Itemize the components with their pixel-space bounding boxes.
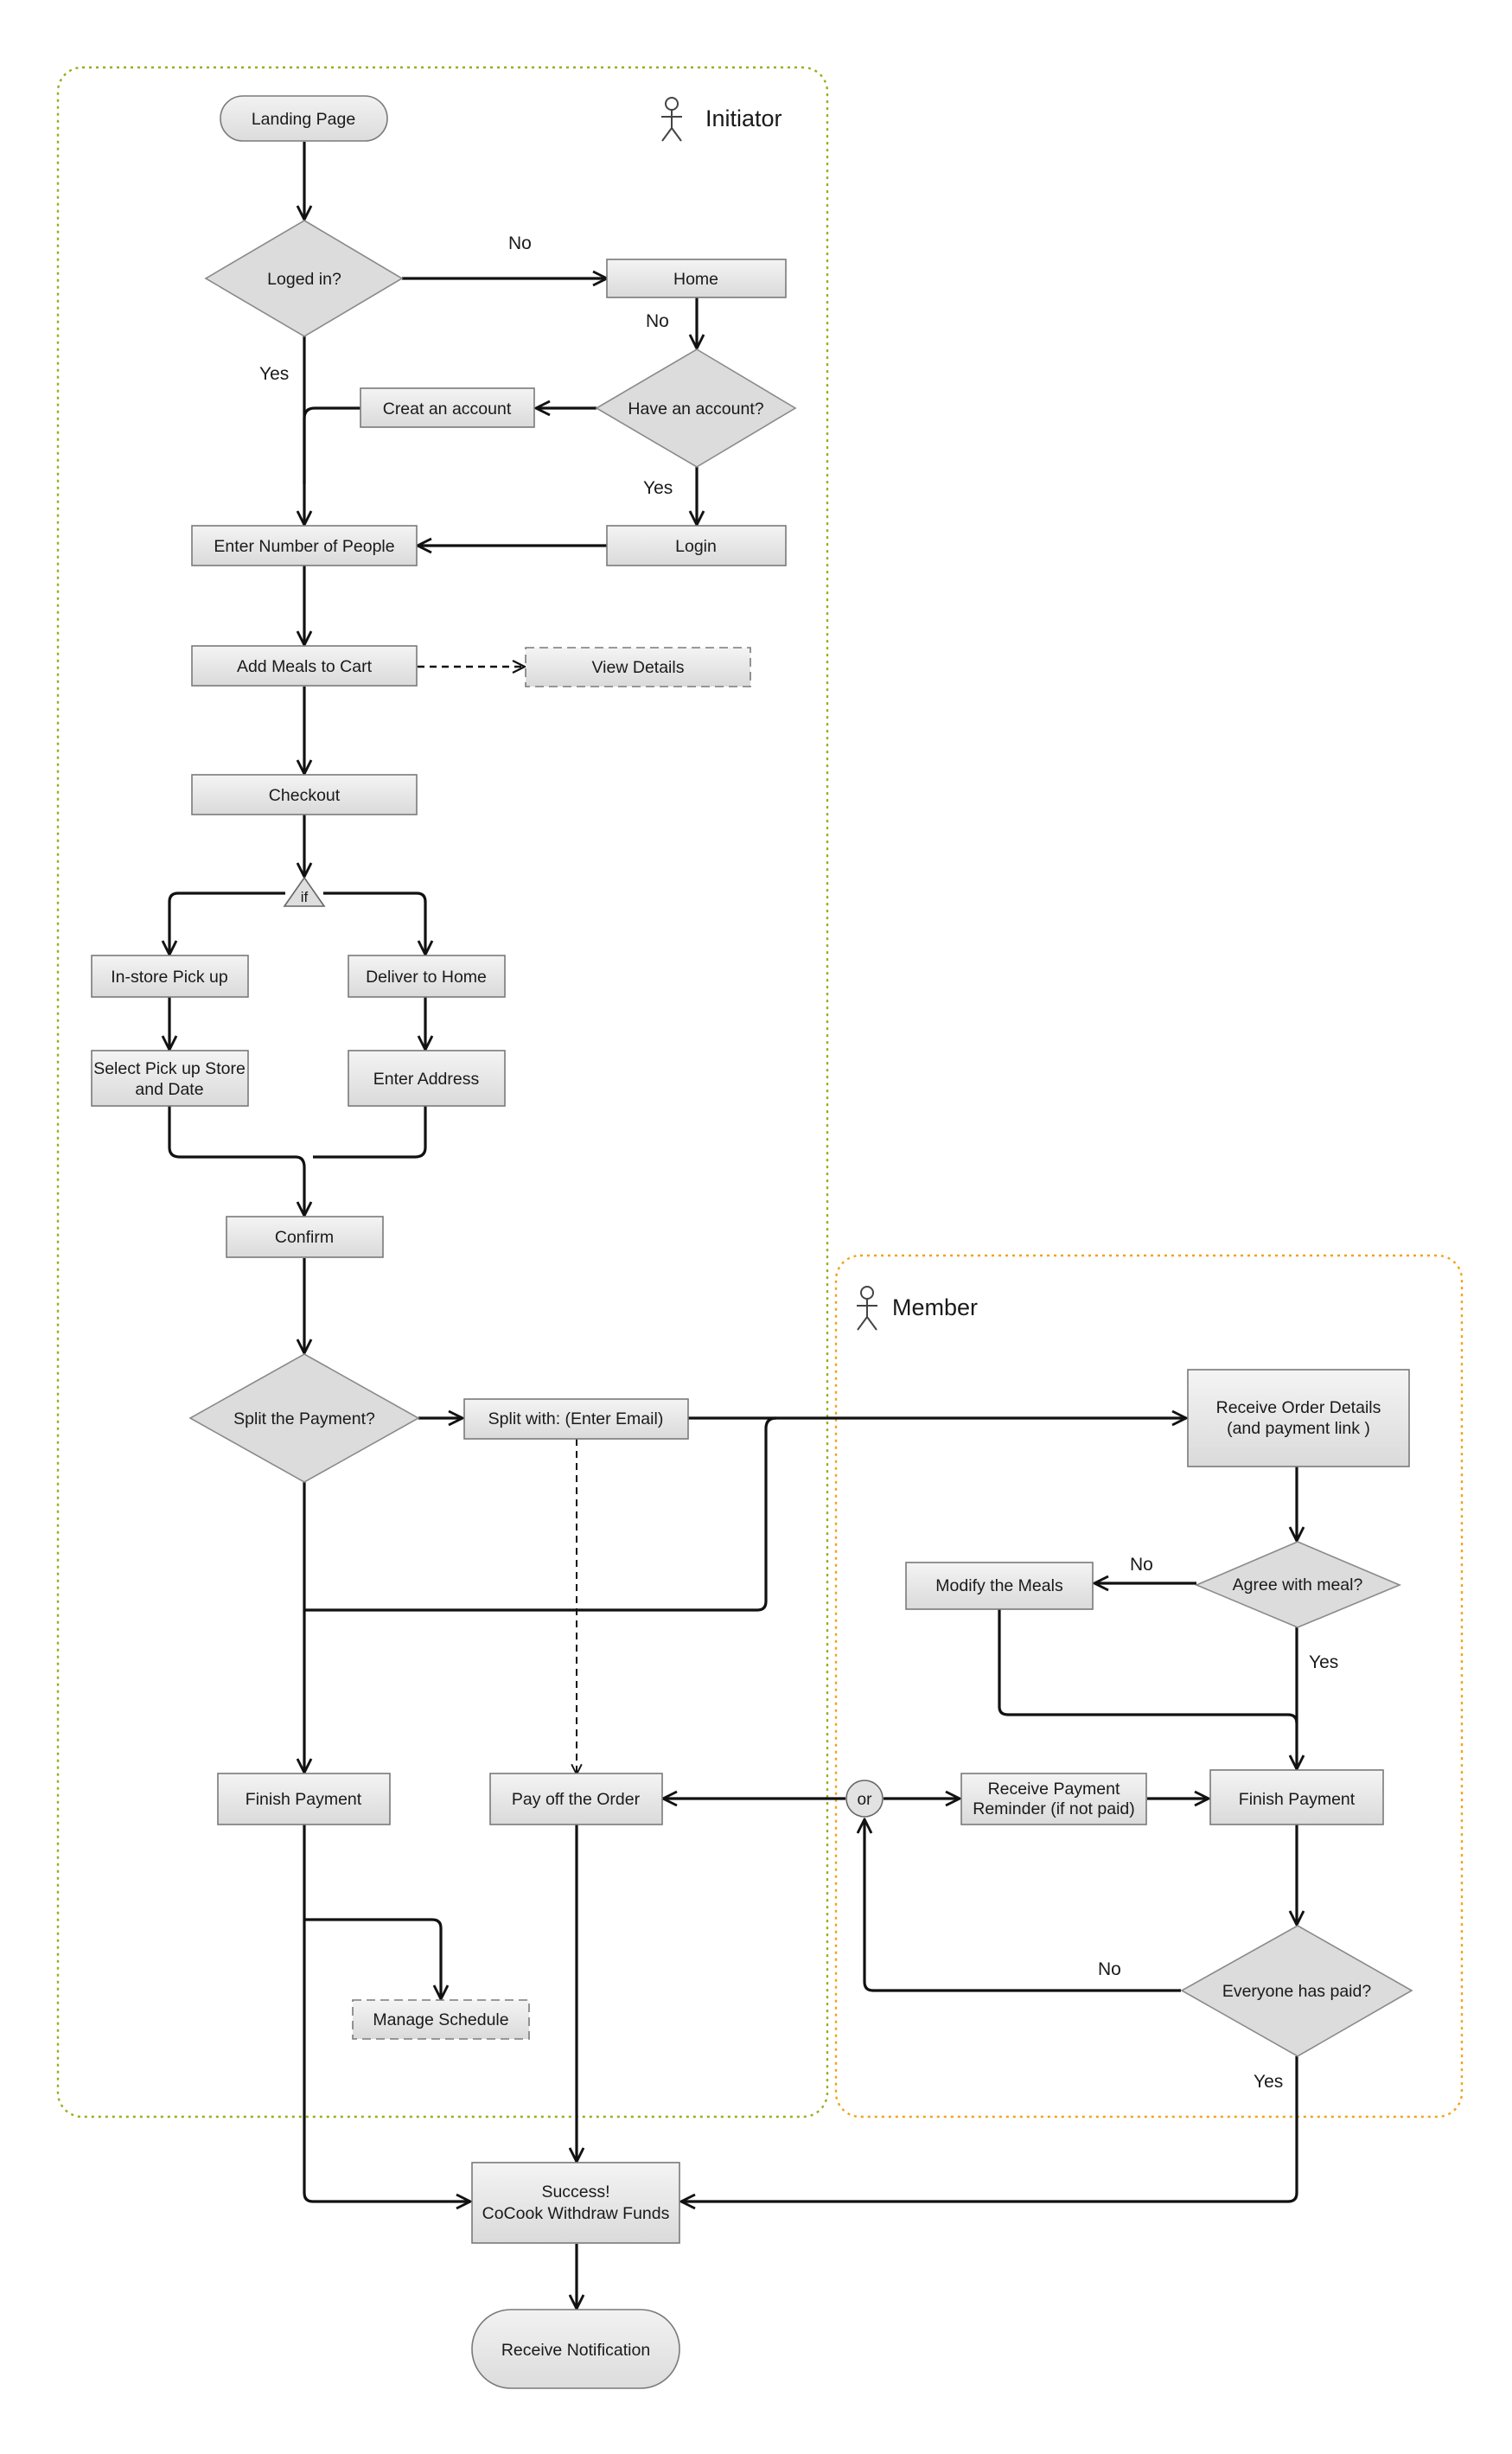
node-agree-meal: Agree with meal? xyxy=(1194,1541,1402,1628)
node-view-details-label: View Details xyxy=(592,658,685,677)
connectors xyxy=(169,142,1297,2309)
node-select-store: Select Pick up Store and Date xyxy=(91,1050,249,1107)
node-finish-payment-member: Finish Payment xyxy=(1209,1769,1384,1825)
edge-finishpayment-to-schedule xyxy=(304,1918,441,1999)
node-loged-in: Loged in? xyxy=(204,220,404,337)
member-lane-label: Member xyxy=(892,1294,978,1320)
node-confirm-label: Confirm xyxy=(275,1228,334,1247)
node-payment-reminder: Receive Payment Reminder (if not paid) xyxy=(960,1773,1147,1825)
edge-everyonepaid-to-or xyxy=(864,1819,1181,1992)
edge-if-to-deliver xyxy=(323,891,425,955)
node-pay-off-label: Pay off the Order xyxy=(512,1790,641,1809)
node-instore-pickup: In-store Pick up xyxy=(91,955,249,998)
edge-labels: No No Yes Yes No Yes No Yes xyxy=(259,233,1338,2092)
edge-creataccount-to-people xyxy=(303,406,360,484)
initiator-lane-label: Initiator xyxy=(705,105,782,131)
node-enter-address: Enter Address xyxy=(348,1050,506,1107)
node-add-meals-label: Add Meals to Cart xyxy=(237,657,373,676)
node-split-payment: Split the Payment? xyxy=(188,1353,420,1483)
node-manage-schedule-label: Manage Schedule xyxy=(373,2010,508,2029)
member-actor-icon xyxy=(857,1286,877,1331)
edge-label-yes-paid: Yes xyxy=(1254,2072,1283,2092)
edge-if-to-instore xyxy=(169,891,285,955)
node-everyone-paid: Everyone has paid? xyxy=(1180,1925,1413,2057)
node-select-store-line2: and Date xyxy=(135,1080,203,1099)
node-view-details: View Details xyxy=(525,647,751,687)
edge-label-yes-logged: Yes xyxy=(259,364,289,384)
edge-selectstore-to-confirm xyxy=(168,1106,304,1216)
node-success-line2: CoCook Withdraw Funds xyxy=(482,2204,670,2223)
edge-modify-to-finish xyxy=(998,1609,1298,1724)
node-checkout: Checkout xyxy=(191,774,418,815)
node-enter-address-label: Enter Address xyxy=(373,1070,480,1089)
node-or-gate-label: or xyxy=(858,1791,873,1809)
node-finish-payment-initiator: Finish Payment xyxy=(217,1773,391,1825)
node-enter-people-label: Enter Number of People xyxy=(214,537,394,556)
node-modify-meals-label: Modify the Meals xyxy=(935,1576,1063,1595)
node-pay-off: Pay off the Order xyxy=(489,1773,663,1825)
node-confirm: Confirm xyxy=(226,1216,384,1258)
node-payment-reminder-line2: Reminder (if not paid) xyxy=(973,1799,1135,1818)
edge-split-loop xyxy=(304,1416,777,1612)
edge-label-yes-account: Yes xyxy=(643,478,673,498)
node-agree-meal-label: Agree with meal? xyxy=(1233,1575,1363,1594)
node-checkout-label: Checkout xyxy=(269,786,341,805)
edge-label-yes-agree: Yes xyxy=(1309,1652,1338,1672)
edge-finishpayment-to-success xyxy=(303,1825,470,2202)
node-success-line1: Success! xyxy=(541,2182,609,2202)
node-have-account: Have an account? xyxy=(595,348,797,468)
node-instore-pickup-label: In-store Pick up xyxy=(111,968,228,987)
edge-everyonepaid-to-success xyxy=(681,2056,1298,2202)
initiator-actor-icon xyxy=(661,97,682,142)
node-landing-page-label: Landing Page xyxy=(252,110,355,129)
node-login-label: Login xyxy=(675,537,717,556)
node-home-label: Home xyxy=(673,270,718,289)
node-everyone-paid-label: Everyone has paid? xyxy=(1222,1982,1372,2001)
node-if-gate-label: if xyxy=(301,889,309,905)
node-loged-in-label: Loged in? xyxy=(267,270,341,289)
node-landing-page: Landing Page xyxy=(220,95,388,142)
member-lane: Member xyxy=(834,1254,1464,2118)
node-login: Login xyxy=(606,525,787,566)
node-have-account-label: Have an account? xyxy=(628,399,763,419)
edge-address-to-merge xyxy=(313,1106,427,1159)
node-if-gate: if xyxy=(283,876,326,907)
node-receive-order-line1: Receive Order Details xyxy=(1216,1398,1381,1417)
node-finish-payment-initiator-label: Finish Payment xyxy=(246,1790,362,1809)
edge-label-no-agree: No xyxy=(1130,1555,1153,1575)
node-modify-meals: Modify the Meals xyxy=(905,1562,1094,1610)
initiator-lane: Initiator xyxy=(56,66,829,2118)
node-receive-notification: Receive Notification xyxy=(471,2309,680,2389)
node-or-gate: or xyxy=(845,1780,884,1818)
node-success: Success! CoCook Withdraw Funds xyxy=(471,2162,680,2244)
node-manage-schedule: Manage Schedule xyxy=(352,1999,530,2040)
node-receive-order-line2: (and payment link ) xyxy=(1227,1419,1370,1438)
node-creat-account-label: Creat an account xyxy=(383,399,512,419)
node-split-payment-label: Split the Payment? xyxy=(233,1409,375,1428)
node-home: Home xyxy=(606,259,787,298)
node-creat-account: Creat an account xyxy=(360,387,535,428)
edge-label-no-home: No xyxy=(508,233,532,253)
node-enter-people: Enter Number of People xyxy=(191,525,418,566)
node-select-store-line1: Select Pick up Store xyxy=(93,1059,246,1078)
node-deliver-home: Deliver to Home xyxy=(348,955,506,998)
node-add-meals: Add Meals to Cart xyxy=(191,645,418,687)
edge-label-no-paid: No xyxy=(1098,1959,1121,1979)
node-payment-reminder-line1: Receive Payment xyxy=(988,1780,1120,1799)
node-deliver-home-label: Deliver to Home xyxy=(366,968,487,987)
node-split-with-label: Split with: (Enter Email) xyxy=(488,1409,664,1428)
node-receive-order: Receive Order Details (and payment link … xyxy=(1187,1369,1410,1467)
edge-label-no-account: No xyxy=(646,311,669,331)
node-finish-payment-member-label: Finish Payment xyxy=(1239,1790,1356,1809)
node-receive-notification-label: Receive Notification xyxy=(501,2341,650,2360)
node-split-with: Split with: (Enter Email) xyxy=(463,1398,689,1440)
